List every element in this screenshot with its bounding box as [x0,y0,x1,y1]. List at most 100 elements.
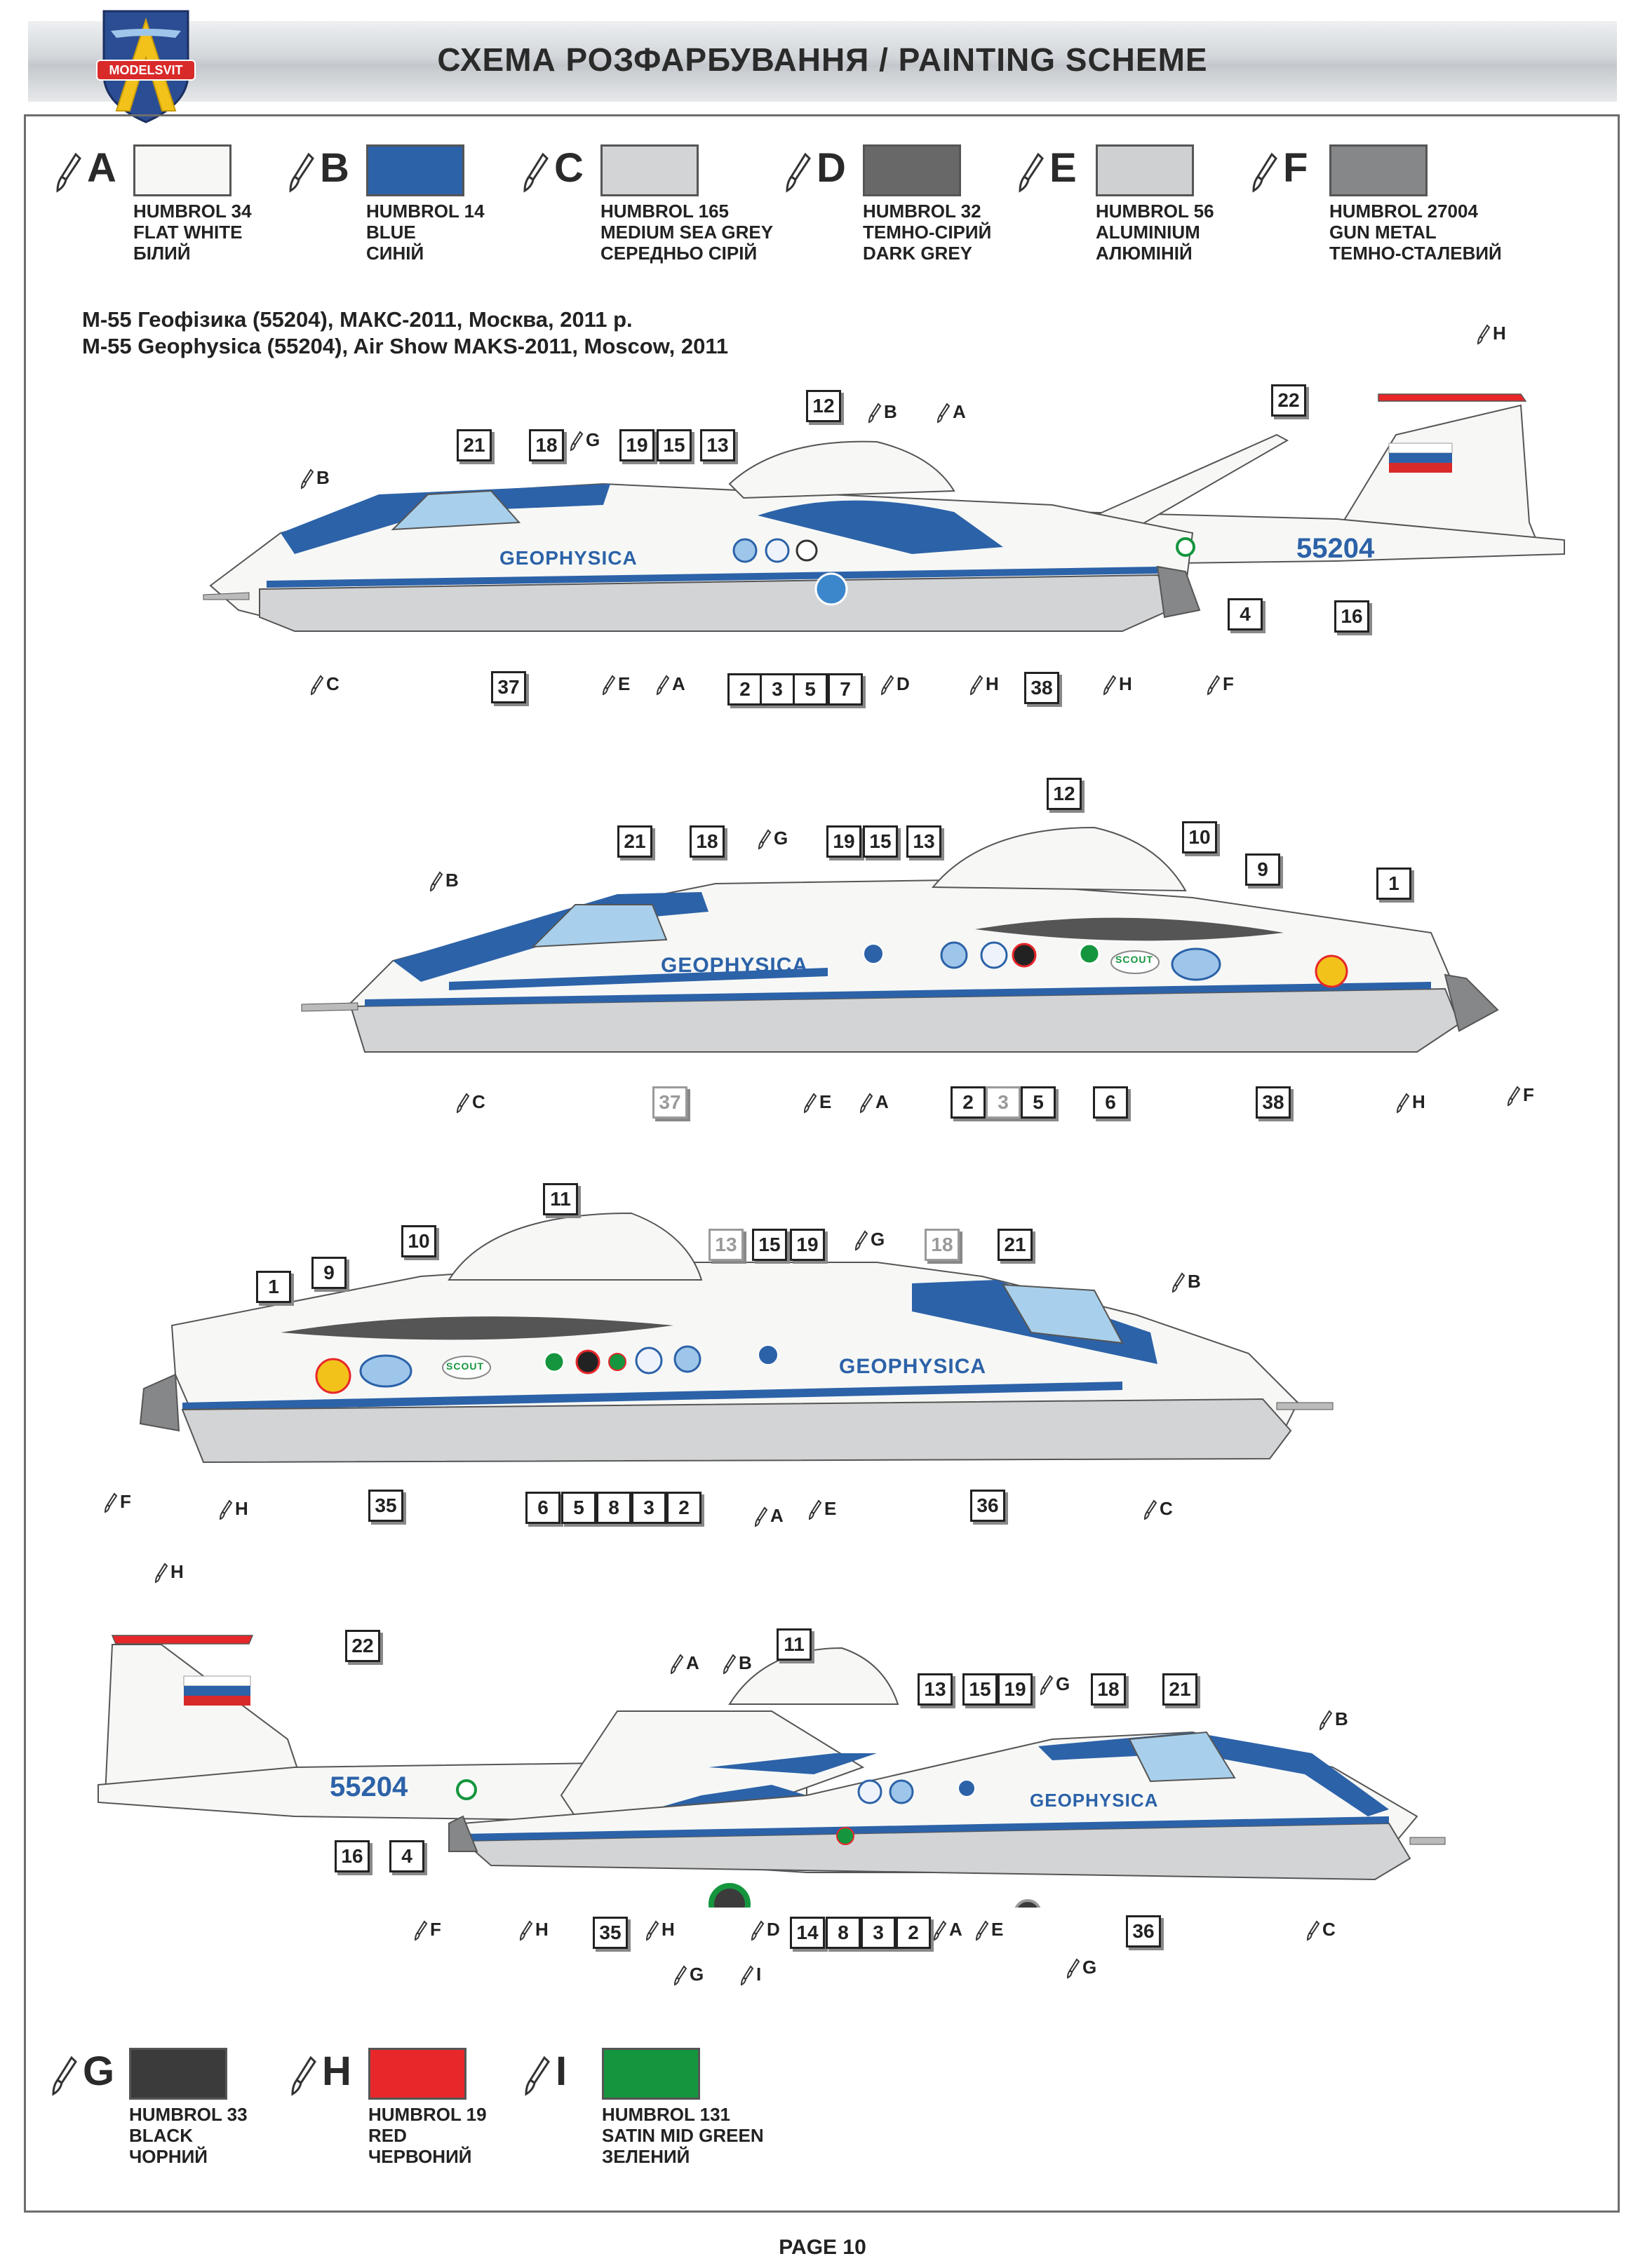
paintbrush-icon [55,151,83,194]
paintbrush-icon [670,1652,686,1675]
paintbrush-icon [1507,1084,1523,1107]
scout-logo-v3: SCOUT [446,1361,484,1372]
color-reference: H [219,1498,248,1520]
paintbrush-icon [969,673,986,696]
paintbrush-icon [519,1919,535,1941]
paintbrush-icon [1040,1673,1056,1696]
paintbrush-icon [754,1505,770,1527]
callout-number: 12 [1047,778,1082,810]
paintbrush-icon [975,1919,991,1941]
callout-number: 8 [596,1492,631,1524]
swatch-letter: B [320,145,349,191]
color-chip [600,144,699,196]
callout-number: 19 [826,825,861,858]
paintbrush-icon [1251,151,1279,194]
color-chip [133,144,231,196]
color-reference: G [854,1229,885,1251]
paintbrush-icon [288,151,316,194]
color-reference: D [880,673,910,696]
header-band [28,21,1617,102]
paintbrush-icon [602,673,618,696]
color-chip [602,2048,700,2100]
page-number: PAGE 10 [779,2236,866,2259]
serial-number-v1: 55204 [1296,533,1375,564]
paintbrush-icon [1143,1498,1160,1520]
callout-number: 13 [700,429,735,461]
color-reference: A [933,1919,962,1941]
callout-number: 18 [925,1229,960,1261]
swatch-letter: H [322,2048,351,2094]
callout-number: 1 [1376,868,1411,900]
callout-number: 37 [652,1086,687,1119]
color-chip [1096,144,1194,196]
color-reference: A [859,1091,889,1114]
color-reference: B [1319,1708,1348,1731]
callout-number: 18 [690,825,725,858]
color-reference: I [740,1964,761,1986]
swatch-letter: C [554,145,584,191]
callout-number: 12 [806,390,841,422]
callout-number: 13 [906,825,941,858]
color-reference: E [602,673,630,696]
paintbrush-icon [751,1919,767,1941]
color-reference: H [1477,323,1506,345]
callout-number: 9 [311,1257,347,1289]
geophysica-lettering-v3: GEOPHYSICA [839,1355,987,1378]
color-chip [368,2048,466,2100]
view-starboard-forward [139,1212,1334,1464]
paintbrush-icon [1477,323,1493,345]
color-reference: E [808,1498,836,1520]
page-title: СХЕМА РОЗФАРБУВАННЯ / PAINTING SCHEME [437,41,1208,78]
paintbrush-icon [656,673,672,696]
callout-number: 38 [1024,672,1059,704]
callout-number: 18 [529,429,564,461]
paintbrush-icon [740,1964,756,1986]
paintbrush-icon [868,401,884,424]
callout-number: 1 [256,1271,291,1303]
swatch-letter: E [1049,145,1077,191]
callout-number: 14 [790,1917,825,1949]
callout-number: 21 [1162,1673,1197,1706]
paintbrush-icon [414,1919,430,1941]
callout-number: 11 [543,1183,578,1215]
callout-number: 21 [457,429,492,461]
modelsvit-logo: MODELSVIT [96,10,196,123]
color-reference: F [1207,673,1234,696]
paintbrush-icon [859,1091,875,1114]
view-port-forward [301,826,1499,1053]
callout-number: 5 [561,1492,596,1524]
paintbrush-icon [154,1561,170,1584]
color-reference: H [519,1919,549,1941]
paintbrush-icon [429,870,445,892]
color-reference: C [1143,1498,1173,1520]
callout-number: 4 [1228,598,1263,630]
callout-number: 16 [1334,600,1369,633]
color-reference: B [723,1652,752,1675]
callout-number: 15 [863,825,898,858]
callout-number: 6 [525,1492,560,1524]
color-reference: H [969,673,999,696]
callout-number: 6 [1093,1086,1128,1119]
color-reference: G [673,1964,704,1986]
paintbrush-icon [104,1491,120,1513]
paintbrush-icon [645,1919,662,1941]
view-port-full [203,393,1565,632]
paintbrush-icon [936,401,953,424]
paintbrush-icon [854,1229,871,1251]
callout-number: 19 [790,1229,825,1261]
color-reference: F [414,1919,441,1941]
swatch-letter: D [817,145,846,191]
callout-number: 22 [1271,384,1306,417]
paintbrush-icon [1066,1957,1082,1979]
paintbrush-icon [784,151,812,194]
color-reference: F [104,1491,131,1513]
color-reference: C [1306,1919,1336,1941]
callout-number: 3 [986,1086,1021,1119]
color-reference: F [1507,1084,1534,1107]
color-reference: B [1171,1271,1201,1293]
color-reference: H [645,1919,675,1941]
